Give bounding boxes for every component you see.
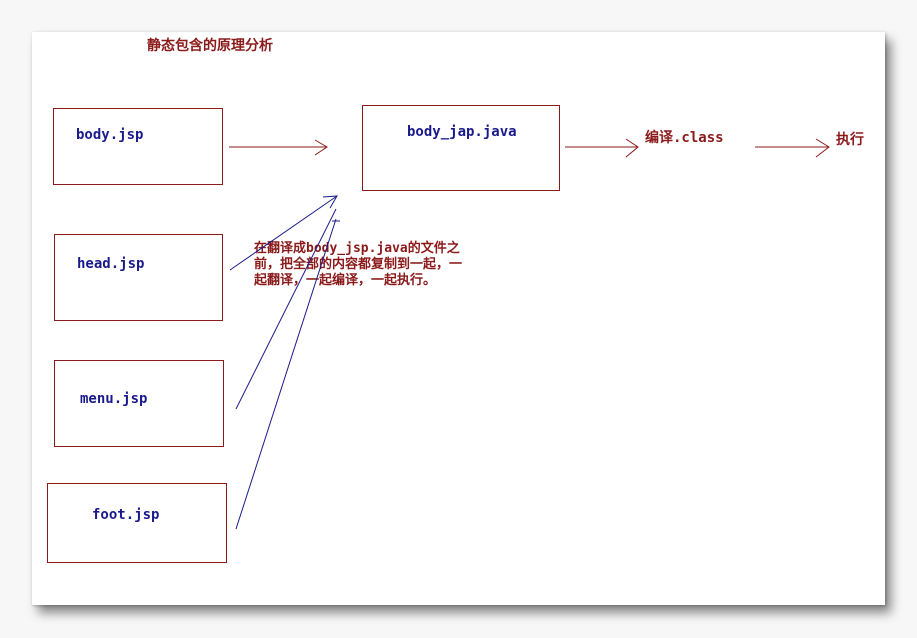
body-jsp-label: body.jsp bbox=[76, 127, 144, 143]
execute-step-label: 执行 bbox=[836, 132, 864, 148]
annotation-note: 在翻译成body_jsp.java的文件之前，把全部的内容都复制到一起，一起翻译… bbox=[254, 241, 463, 288]
body-java-label: body_jap.java bbox=[407, 124, 517, 140]
body-jsp-box bbox=[53, 108, 223, 185]
foot-jsp-label: foot.jsp bbox=[92, 507, 160, 523]
foot-jsp-box bbox=[47, 483, 227, 563]
head-jsp-box bbox=[54, 234, 223, 321]
menu-jsp-label: menu.jsp bbox=[80, 391, 148, 407]
diagram-title: 静态包含的原理分析 bbox=[147, 38, 273, 54]
body-java-box bbox=[362, 105, 560, 191]
head-jsp-label: head.jsp bbox=[77, 256, 145, 272]
menu-jsp-box bbox=[54, 360, 224, 447]
compile-step-label: 编译.class bbox=[645, 130, 724, 146]
